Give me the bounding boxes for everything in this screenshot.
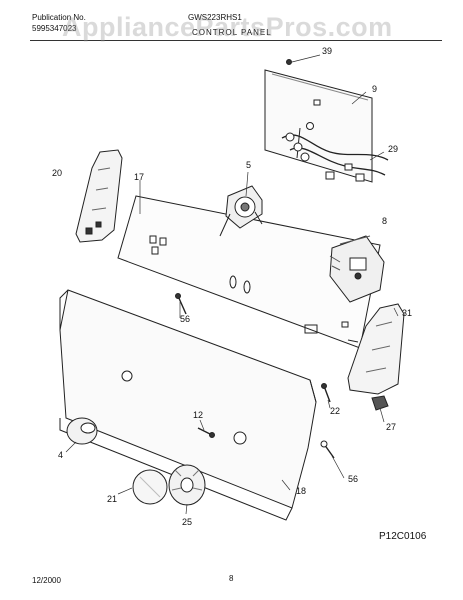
callout-39: 39	[322, 46, 332, 56]
revision-date: 12/2000	[32, 576, 61, 585]
callout-12: 12	[193, 410, 203, 420]
publication-label: Publication No.	[32, 13, 86, 22]
selector-switch-part	[219, 185, 263, 237]
wire-harness-part	[281, 122, 389, 182]
callout-27: 27	[386, 422, 396, 432]
figure-code: P12C0106	[379, 531, 427, 542]
screw-56-lower-part	[320, 440, 335, 459]
callout-5: 5	[246, 160, 251, 170]
callout-20: 20	[52, 168, 62, 178]
screw-56-upper-part	[175, 293, 187, 315]
rear-cover-part	[264, 69, 373, 183]
callout-8: 8	[382, 216, 387, 226]
screw-22-part	[321, 383, 331, 403]
callout-56a: 56	[180, 314, 190, 324]
publication-number: 5995347023	[32, 24, 77, 33]
callout-4: 4	[58, 450, 63, 460]
left-end-cap-part	[75, 149, 123, 243]
callout-21: 21	[107, 494, 117, 504]
callout-29: 29	[388, 144, 398, 154]
callout-17: 17	[134, 172, 144, 182]
callout-31: 31	[402, 308, 412, 318]
callout-56b: 56	[348, 474, 358, 484]
leader-lines	[65, 54, 399, 515]
page-number: 8	[229, 574, 234, 583]
callout-22: 22	[330, 406, 340, 416]
screw-39-part	[286, 59, 292, 65]
callout-9: 9	[372, 84, 377, 94]
right-end-cap-part	[347, 303, 405, 395]
timer-part	[329, 235, 385, 303]
watermark: AppliancePartsPros.com	[62, 12, 393, 42]
knob-skirt-part	[168, 464, 206, 506]
screw-12-part	[197, 427, 215, 438]
header-rule	[30, 40, 442, 41]
section-title: CONTROL PANEL	[192, 28, 272, 37]
model-number: GWS223RHS1	[188, 13, 242, 22]
knob-center-part	[132, 469, 168, 505]
knob-left-part	[66, 417, 98, 445]
callout-25: 25	[182, 517, 192, 527]
clip-27-part	[371, 395, 389, 411]
console-panel-part	[59, 289, 317, 521]
callout-18: 18	[296, 486, 306, 496]
